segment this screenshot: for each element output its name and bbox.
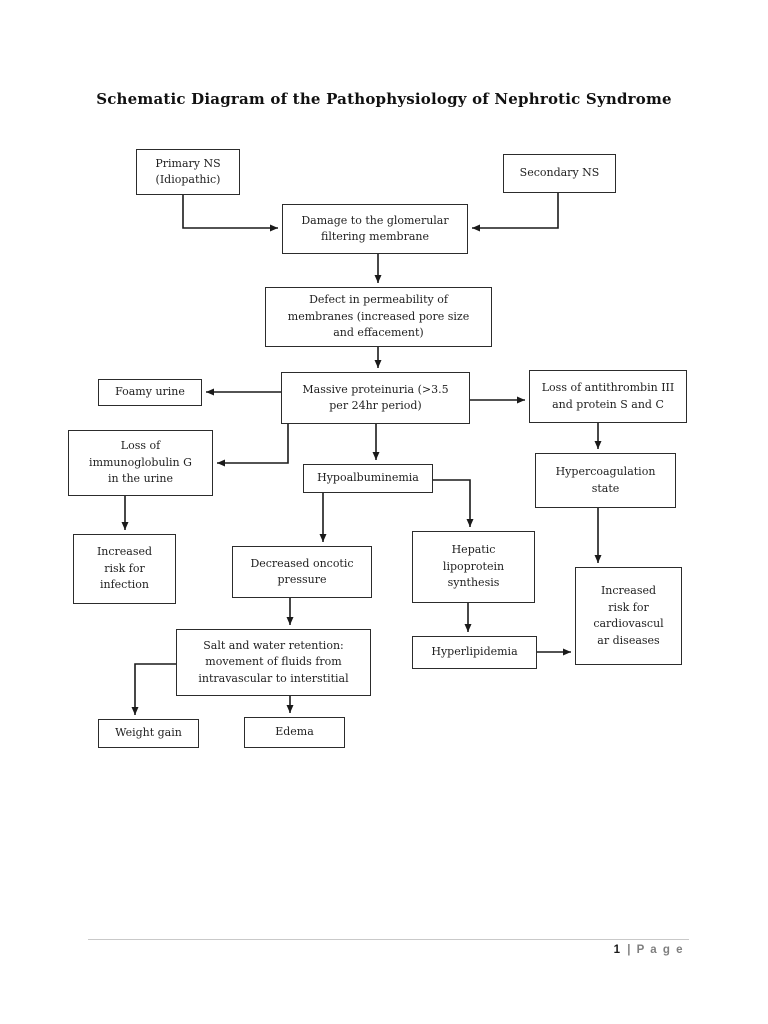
footer-divider [88,939,689,940]
arrow-proteinuria-to-igg [217,424,289,467]
node-antithrombin: Loss of antithrombin III and protein S a… [529,370,687,423]
node-salt: Salt and water retention: movement of fl… [176,629,371,696]
page-title: Schematic Diagram of the Pathophysiology… [96,90,672,108]
arrow-secondary-ns-to-damage [472,193,559,232]
node-damage: Damage to the glomerular filtering membr… [282,204,468,254]
node-hepatic: Hepatic lipoprotein synthesis [412,531,535,603]
node-secondary-ns: Secondary NS [503,154,616,193]
node-cardio: Increased risk for cardiovascul ar disea… [575,567,682,665]
node-hyperlipidemia: Hyperlipidemia [412,636,537,669]
page-footer: 1 | P a g e [614,944,684,956]
arrow-hypoalbuminemia-to-hepatic [433,479,474,527]
footer-label: P a g e [636,944,684,956]
node-weight-gain: Weight gain [98,719,199,748]
node-oncotic: Decreased oncotic pressure [232,546,372,598]
node-defect: Defect in permeability of membranes (inc… [265,287,492,347]
arrow-primary-ns-to-damage [182,195,278,232]
node-hypoalbuminemia: Hypoalbuminemia [303,464,433,493]
node-igg: Loss of immunoglobulin G in the urine [68,430,213,496]
node-primary-ns: Primary NS (Idiopathic) [136,149,240,195]
node-foamy-urine: Foamy urine [98,379,202,406]
node-edema: Edema [244,717,345,748]
arrow-salt-to-weight-gain [131,663,176,715]
footer-separator: | [627,944,631,956]
page-number: 1 [613,944,621,956]
node-infection: Increased risk for infection [73,534,176,604]
node-proteinuria: Massive proteinuria (>3.5 per 24hr perio… [281,372,470,424]
node-hypercoagulation: Hypercoagulation state [535,453,676,508]
